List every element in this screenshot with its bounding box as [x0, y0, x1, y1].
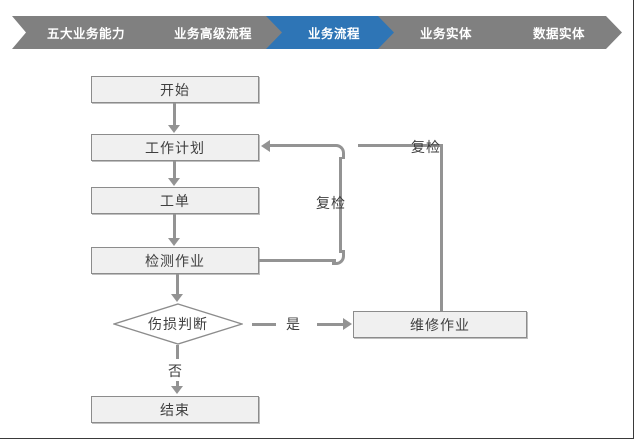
node-work-plan-label: 工作计划: [145, 140, 205, 157]
node-repair[interactable]: 维修作业: [353, 311, 527, 338]
breadcrumb-item-1[interactable]: 五大业务能力: [12, 16, 154, 49]
edge-work-plan-to-work-order-arrow-icon: [168, 178, 180, 186]
edge-recheck-inner-corner-bottom: [332, 250, 345, 265]
edge-decision-no-upper: [176, 345, 179, 359]
edge-decision-to-end-arrow-icon: [171, 386, 183, 394]
edge-work-plan-to-work-order: [173, 161, 176, 180]
edge-inspection-to-decision: [176, 274, 179, 296]
node-end-label: 结束: [160, 402, 190, 419]
edge-recheck-inner-corner-top: [332, 144, 345, 159]
breadcrumb-item-2-label: 业务高级流程: [173, 26, 252, 41]
node-work-order[interactable]: 工单: [91, 187, 259, 214]
breadcrumb-item-2[interactable]: 业务高级流程: [136, 16, 284, 49]
node-end[interactable]: 结束: [91, 396, 259, 423]
node-start-label: 开始: [160, 82, 190, 99]
edge-work-order-to-inspection-arrow-icon: [168, 238, 180, 246]
edge-decision-to-repair: [317, 323, 344, 326]
edge-label-recheck-outer: 复检: [411, 140, 441, 156]
edge-work-order-to-inspection: [173, 214, 176, 240]
node-decision-damage[interactable]: 伤损判断: [113, 303, 243, 345]
edge-decision-no-lower: [176, 381, 179, 387]
edge-recheck-to-work-plan-arrow-icon: [261, 140, 270, 152]
edge-recheck-outer-top: [358, 144, 442, 147]
diamond-shape-icon: [113, 303, 243, 345]
edge-start-to-work-plan: [173, 103, 176, 127]
node-decision-label: 伤损判断: [148, 317, 208, 333]
edge-label-no: 否: [168, 364, 183, 380]
breadcrumb-item-4[interactable]: 业务实体: [378, 16, 508, 49]
breadcrumb-item-5-label: 数据实体: [532, 26, 585, 41]
edge-recheck-inner-vertical: [339, 157, 342, 253]
node-inspection-label: 检测作业: [145, 253, 205, 270]
node-start[interactable]: 开始: [91, 76, 259, 103]
edge-recheck-outer-vertical: [440, 144, 443, 311]
breadcrumb-item-4-label: 业务实体: [419, 26, 472, 41]
breadcrumb-item-5[interactable]: 数据实体: [490, 16, 622, 49]
edge-recheck-inner-top: [270, 144, 336, 147]
breadcrumb-item-3-label: 业务流程: [307, 26, 360, 41]
edge-inspection-to-decision-arrow-icon: [171, 294, 183, 302]
edge-decision-yes-dash: [252, 323, 276, 326]
node-work-plan[interactable]: 工作计划: [91, 134, 259, 161]
node-work-order-label: 工单: [160, 193, 190, 210]
breadcrumb-item-1-label: 五大业务能力: [46, 26, 125, 41]
breadcrumb-item-3-active[interactable]: 业务流程: [266, 16, 396, 49]
edge-decision-to-repair-arrow-icon: [343, 318, 352, 330]
edge-label-yes: 是: [286, 317, 301, 333]
edge-recheck-inner-bottom: [259, 259, 336, 262]
breadcrumb: 五大业务能力 业务高级流程 业务流程 业务实体 数据实体: [0, 16, 633, 49]
node-repair-label: 维修作业: [410, 317, 470, 334]
edge-start-to-work-plan-arrow-icon: [168, 125, 180, 133]
node-inspection[interactable]: 检测作业: [91, 247, 259, 274]
edge-label-recheck-inner: 复检: [316, 196, 346, 212]
